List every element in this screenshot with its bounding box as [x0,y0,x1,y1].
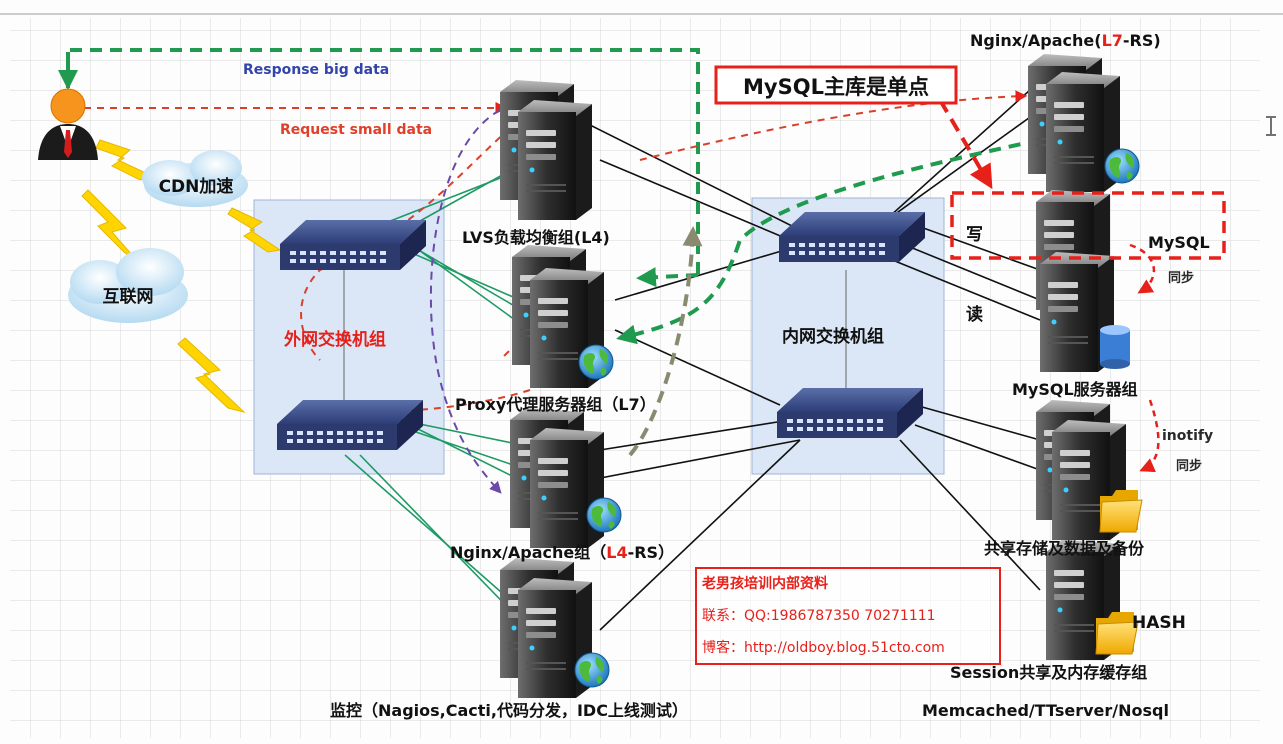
nginx-l4-label: Nginx/Apache组（L4-RS） [450,543,674,562]
write-label: 写 [966,225,983,245]
read-label: 读 [966,304,983,325]
outer-switch-label-text: 外网交换机组 [284,329,386,350]
proxy-label: Proxy代理服务器组（L7） [455,395,656,414]
nginx-l4-prefix: Nginx/Apache组（ [450,543,606,562]
nginx-l7-accent: L7 [1102,31,1123,50]
nginx-l7-globe-icon [1104,148,1140,184]
internet-label: 互联网 [103,287,154,307]
storage-folder-icon [1099,489,1143,533]
mysql-group-label: MySQL服务器组 [1012,380,1138,399]
outer-switch-bottom-icon [277,400,423,450]
nginx-l7-suffix: -RS) [1123,31,1161,50]
cdn-label: CDN加速 [159,176,234,197]
inotify-label: inotify [1162,428,1213,444]
nginx-l4-accent: L4 [606,543,627,562]
response-label: Response big data [243,62,389,78]
lvs-label: LVS负载均衡组(L4) [462,228,610,247]
storage-label: 共享存储及数据及备份 [984,539,1145,558]
nginx-l4-globe-icon [586,497,622,533]
user-avatar-icon [38,88,98,160]
request-label: Request small data [280,122,432,138]
watermark-contact: 联系：QQ:1986787350 70271111 [702,608,936,624]
monitor-globe-icon [574,652,610,688]
inner-switch-bottom-icon [777,388,923,438]
outer-switch-label: 外网交换机组 [284,329,386,350]
watermark-title: 老男孩培训内部资料 [702,575,828,592]
lightning-bolts [81,139,282,413]
mysql-write-box [950,191,1226,260]
mysql-single-point-label: MySQL主库是单点 [743,75,929,99]
hash-label: HASH [1132,613,1186,633]
lvs-server-front-icon [518,100,592,220]
session-label: Session共享及内存缓存组 [950,663,1147,682]
outer-switch-top-icon [280,220,426,270]
inotify-sync-label: 同步 [1176,458,1202,474]
watermark-box [695,567,1001,665]
inner-switch-top-icon [779,212,925,262]
watermark-blog: 博客：http://oldboy.blog.51cto.com [702,639,945,656]
memcached-label: Memcached/TTserver/Nosql [922,701,1169,720]
proxy-globe-icon [578,344,614,380]
nginx-l4-server-front-icon [530,428,604,548]
database-icon [1100,325,1130,369]
internet-cloud-icon [68,248,188,323]
nginx-l4-suffix: -RS） [628,543,675,562]
nginx-l7-label: Nginx/Apache(L7-RS) [970,31,1161,50]
nginx-l7-prefix: Nginx/Apache( [970,31,1102,50]
mysql-single-point-callout [714,65,958,105]
inner-switch-label-text: 内网交换机组 [782,326,884,347]
monitor-label: 监控（Nagios,Cacti,代码分发，IDC上线测试） [330,701,688,720]
sync-label: 同步 [1168,270,1194,286]
inner-switch-label: 内网交换机组 [782,326,884,347]
flow-arrows [58,48,1160,494]
mysql-label: MySQL [1148,233,1210,252]
cdn-cloud-icon [142,150,248,207]
